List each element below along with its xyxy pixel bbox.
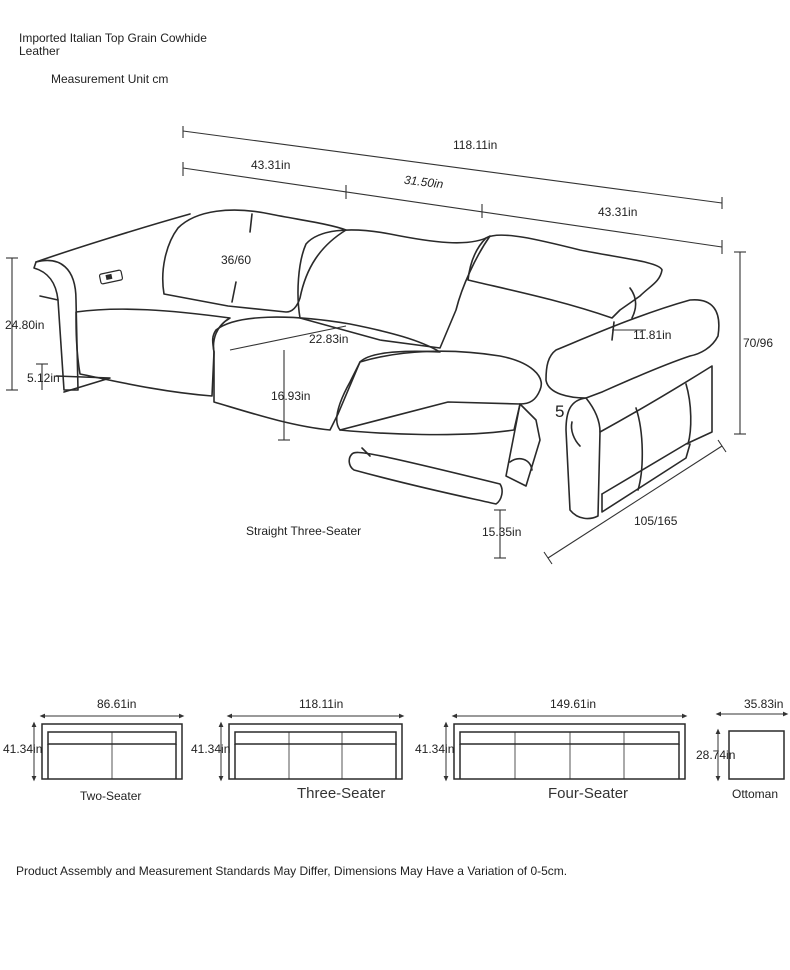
measurement-unit: Measurement Unit cm	[51, 72, 169, 86]
variant-three-seater-plan	[228, 723, 403, 780]
dim-depth: 105/165	[634, 514, 678, 528]
dim-right-section: 43.31in	[598, 205, 638, 219]
variant-ottoman-plan	[728, 730, 785, 780]
dim-back-angle: 36/60	[221, 253, 252, 267]
product-title: Imported Italian Top Grain Cowhide Leath…	[19, 31, 207, 58]
dim-seat-depth: 22.83in	[309, 332, 349, 346]
four-seater-height: 41.34in	[415, 742, 455, 756]
variant-four-seater-plan	[453, 723, 686, 780]
two-seater-width: 86.61in	[97, 697, 137, 711]
sofa-perspective-drawing	[33, 209, 720, 520]
footnote: Product Assembly and Measurement Standar…	[16, 864, 568, 878]
four-seater-label: Four-Seater	[548, 785, 629, 802]
dim-arm-height: 24.80in	[5, 318, 45, 332]
three-seater-width: 118.11in	[299, 697, 344, 711]
dimension-lines	[6, 126, 746, 565]
four-seater-width: 149.61in	[550, 697, 597, 711]
main-view-label: Straight Three-Seater	[246, 524, 362, 538]
dim-arm-width: 11.81in	[633, 328, 672, 342]
dim-left-section: 43.31in	[251, 158, 291, 172]
ottoman-width: 35.83in	[744, 697, 784, 711]
section-marker: 5	[555, 402, 565, 421]
dim-footrest: 15.35in	[482, 525, 522, 539]
three-seater-label: Three-Seater	[297, 785, 386, 802]
ottoman-height: 28.74in	[696, 748, 736, 762]
ottoman-label: Ottoman	[732, 787, 779, 801]
control-panel-icon	[98, 269, 124, 285]
variant-two-seater-plan	[41, 723, 183, 780]
dim-leg-height: 5.12in	[27, 371, 60, 385]
dim-total-width: 118.11in	[453, 138, 498, 152]
dim-height: 70/96	[743, 336, 774, 350]
two-seater-height: 41.34in	[3, 742, 43, 756]
variant-dimension-arrows	[31, 711, 789, 782]
three-seater-height: 41.34in	[191, 742, 231, 756]
two-seater-label: Two-Seater	[80, 789, 142, 803]
dim-seat-height: 16.93in	[271, 389, 311, 403]
